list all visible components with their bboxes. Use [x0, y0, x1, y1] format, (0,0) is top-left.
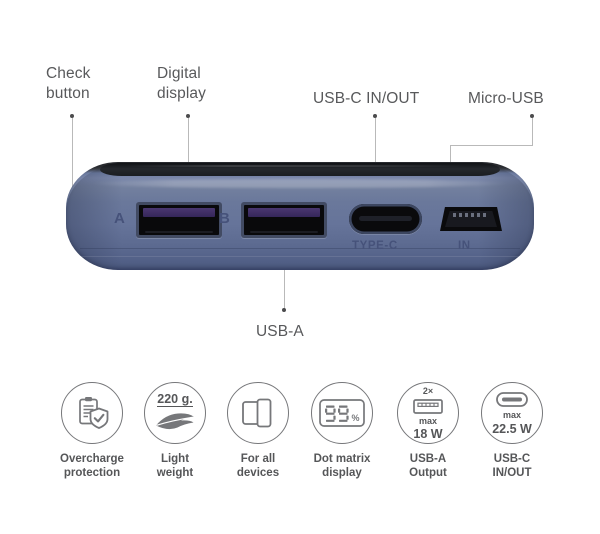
port-label-in: IN	[458, 240, 471, 252]
port-label-b: B	[219, 210, 231, 227]
feature-circle-usb-a: 2× max 18 W	[397, 382, 459, 444]
device-seam-highlight	[76, 256, 524, 257]
feature-usb-a-max-label: max	[418, 416, 437, 426]
port-label-type-c: TYPE-C	[352, 240, 398, 252]
feature-light-weight: 220 g. Light weight	[127, 382, 223, 480]
power-bank-device: A B TYPE-C IN	[66, 162, 534, 270]
feature-caption-dot-matrix: Dot matrix display	[313, 453, 371, 479]
callout-label-usb-a: USB-A	[256, 323, 304, 340]
leader-dot-usb-c	[373, 114, 377, 118]
leader-line-micro-usb-horizontal	[450, 145, 533, 146]
leader-endpoint-usb-a	[282, 308, 286, 312]
usb-a-port-a-cavity	[139, 205, 219, 235]
clipboard-shield-check-icon	[79, 397, 109, 429]
feature-caption-devices: For all devices	[236, 453, 280, 479]
usb-a-port-a	[136, 202, 222, 238]
feather-weight-icon	[156, 413, 194, 430]
feature-dot-matrix-display: % Dot matrix display	[294, 382, 390, 480]
micro-usb-port	[440, 207, 502, 231]
leader-line-micro-usb-vertical-upper	[532, 118, 533, 145]
feature-usb-c-power: 22.5 W	[492, 421, 532, 436]
callout-label-digital-display: Digital display	[157, 65, 206, 102]
port-label-a: A	[114, 210, 126, 227]
digital-display-panel	[100, 163, 500, 176]
feature-icon-row: Overcharge protection 220 g. Light weigh…	[0, 382, 600, 502]
callout-label-check-button: Check button	[46, 65, 91, 102]
svg-text:%: %	[352, 413, 360, 423]
feature-caption-overcharge: Overcharge protection	[60, 453, 124, 479]
feature-caption-light-weight: Light weight	[156, 453, 194, 479]
micro-usb-pins	[453, 213, 489, 217]
feature-circle-light-weight: 220 g.	[144, 382, 206, 444]
feature-usb-a-output: 2× max 18 W USB-A Output	[380, 382, 476, 480]
leader-dot-digital-display	[186, 114, 190, 118]
feature-usb-a-count: 2×	[422, 386, 434, 396]
feature-caption-usb-c: USB-C IN/OUT	[492, 453, 532, 479]
leader-line-usb-c	[375, 118, 376, 196]
feature-for-all-devices: For all devices	[210, 382, 306, 480]
usb-a-port-b-tongue	[248, 208, 320, 217]
usb-a-port-a-floor	[145, 231, 213, 233]
usb-a-port-b-cavity	[244, 205, 324, 235]
feature-usb-c-in-out: max 22.5 W USB-C IN/OUT	[464, 382, 560, 480]
feature-circle-overcharge	[61, 382, 123, 444]
feature-caption-usb-a: USB-A Output	[409, 453, 447, 479]
feature-usb-a-power: 18 W	[413, 427, 443, 441]
dot-matrix-display-icon: %	[319, 399, 365, 427]
callout-label-usb-c-in-out: USB-C IN/OUT	[313, 90, 420, 107]
feature-usb-c-max-label: max	[502, 409, 521, 420]
leader-line-usb-a	[284, 260, 285, 310]
usb-a-port-b	[241, 202, 327, 238]
feature-circle-devices	[227, 382, 289, 444]
feature-overcharge-protection: Overcharge protection	[44, 382, 140, 480]
callout-label-micro-usb: Micro-USB	[468, 90, 544, 107]
usb-c-port	[349, 204, 422, 234]
feature-weight-value: 220 g.	[157, 391, 193, 408]
device-seam	[80, 248, 520, 249]
leader-line-check-button	[72, 118, 73, 208]
usb-a-port-icon	[413, 399, 443, 414]
usb-a-port-b-floor	[250, 231, 318, 233]
feature-circle-dot-matrix: %	[311, 382, 373, 444]
digital-display-highlight	[126, 165, 466, 167]
leader-line-digital-display	[188, 118, 189, 167]
tablet-phone-devices-icon	[242, 398, 272, 428]
leader-dot-micro-usb	[530, 114, 534, 118]
feature-circle-usb-c: max 22.5 W	[481, 382, 543, 444]
leader-dot-check-button	[70, 114, 74, 118]
usb-a-port-a-tongue	[143, 208, 215, 217]
device-highlight-band	[90, 179, 510, 188]
usb-c-port-icon	[496, 391, 528, 407]
